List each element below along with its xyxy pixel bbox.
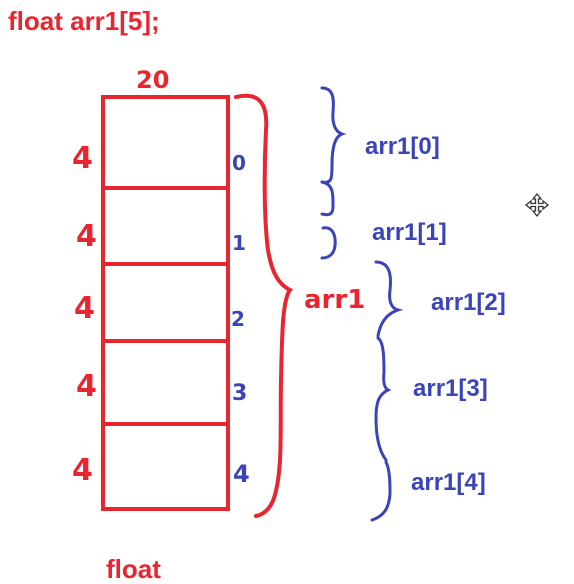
element-label: arr1[2] bbox=[431, 289, 506, 316]
element-brace bbox=[320, 86, 347, 184]
cell-index-label: 2 bbox=[231, 307, 245, 331]
array-brace bbox=[234, 93, 294, 518]
cell-index-label: 3 bbox=[232, 381, 247, 406]
element-label: arr1[0] bbox=[365, 133, 440, 160]
element-label: arr1[1] bbox=[372, 219, 447, 246]
element-label: arr1[3] bbox=[413, 375, 488, 402]
cell-size-label: 4 bbox=[76, 219, 97, 254]
element-brace bbox=[370, 460, 392, 522]
cell-size-label: 4 bbox=[72, 453, 93, 488]
memory-box bbox=[101, 95, 230, 511]
element-type-label: float bbox=[106, 554, 161, 584]
cell-index-label: 4 bbox=[233, 460, 250, 488]
cell-index-label: 0 bbox=[232, 151, 246, 175]
cell-size-label: 4 bbox=[74, 291, 95, 326]
element-brace bbox=[320, 226, 337, 260]
move-cursor-icon bbox=[524, 192, 550, 218]
diagram-title: float arr1[5]; bbox=[8, 6, 160, 36]
cell-size-label: 4 bbox=[76, 369, 97, 404]
cell-size-label: 4 bbox=[72, 141, 93, 176]
cell-index-label: 1 bbox=[232, 231, 246, 255]
element-brace bbox=[320, 180, 335, 217]
array-name-label: arr1 bbox=[304, 285, 365, 315]
element-brace bbox=[374, 260, 404, 338]
element-label: arr1[4] bbox=[411, 469, 486, 496]
memory-box-outline bbox=[101, 95, 230, 511]
block-size-label: 20 bbox=[136, 66, 169, 94]
element-brace bbox=[374, 336, 392, 462]
